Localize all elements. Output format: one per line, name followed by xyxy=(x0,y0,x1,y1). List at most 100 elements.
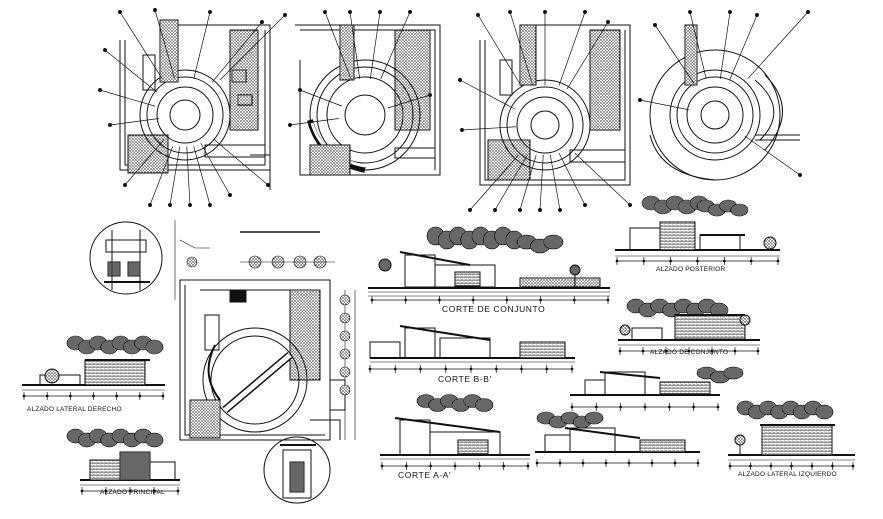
leader-dot xyxy=(153,8,157,12)
dimension-dot xyxy=(429,464,433,468)
dimension-dot xyxy=(673,461,677,465)
leader-line xyxy=(154,9,175,79)
leader-line xyxy=(539,154,544,211)
leader-line xyxy=(558,11,586,86)
leader-line xyxy=(219,14,286,81)
leader-dot xyxy=(755,13,759,17)
leader-line xyxy=(213,139,269,186)
dimension-dot xyxy=(494,367,498,371)
dimension-dot xyxy=(370,298,374,302)
leader-line xyxy=(747,11,809,80)
leader-dot xyxy=(558,208,562,212)
leader-dot xyxy=(118,10,122,14)
leader-dot xyxy=(688,10,692,14)
dimension-dot xyxy=(776,259,780,263)
planting-row xyxy=(174,220,335,300)
tree-canopy xyxy=(730,203,749,217)
leader-dot xyxy=(228,193,232,197)
dimension-dot xyxy=(526,464,530,468)
leader-line xyxy=(719,11,731,80)
dimension-dot xyxy=(368,367,372,371)
dimension-dot xyxy=(545,367,549,371)
tree-canopy xyxy=(145,432,164,448)
dimension-dot xyxy=(572,298,576,302)
tree-canopies xyxy=(66,195,834,448)
dimension-dot xyxy=(570,367,574,371)
elevation-principal xyxy=(80,451,180,486)
elevation-lateral-derecho xyxy=(22,359,165,391)
section-bb xyxy=(369,325,575,363)
dimension-dot xyxy=(471,298,475,302)
dimension-dot xyxy=(790,464,793,468)
leader-line xyxy=(349,11,361,80)
dimension-dot xyxy=(831,464,834,468)
label-corte-de-conjunto: CORTE DE CONJUNTO xyxy=(442,304,546,314)
callout-leaders xyxy=(98,8,810,212)
leader-line xyxy=(639,99,689,111)
label-corte-aa: CORTE A-A' xyxy=(398,470,452,480)
leader-line xyxy=(654,24,695,84)
dimension-dot xyxy=(161,394,165,398)
dimension-dot xyxy=(505,298,509,302)
leader-dot xyxy=(288,123,292,127)
dimension-dot xyxy=(618,349,622,353)
leader-line xyxy=(289,118,339,126)
dimension-dot xyxy=(520,367,523,371)
dimension-dot xyxy=(615,259,619,263)
label-corte-bb: CORTE B-B' xyxy=(438,374,492,384)
dimension-dot xyxy=(722,259,726,263)
leader-dot xyxy=(508,10,512,14)
leader-dot xyxy=(208,203,212,207)
dimension-dot xyxy=(594,405,598,409)
dimension-dot xyxy=(696,259,699,263)
leader-line xyxy=(549,154,561,211)
tree-canopy xyxy=(584,411,604,425)
dimension-dot xyxy=(22,394,26,398)
leader-line xyxy=(461,126,516,131)
dimension-dot xyxy=(104,489,108,493)
leader-dot xyxy=(103,48,107,52)
leader-dot xyxy=(538,208,542,212)
leader-dot xyxy=(476,13,480,17)
dimension-dot xyxy=(643,405,647,409)
leader-dot xyxy=(98,88,102,92)
leader-line xyxy=(459,79,516,110)
leader-dot xyxy=(728,10,732,14)
leader-dot xyxy=(798,173,802,177)
leader-dot xyxy=(653,23,657,27)
floor-plan-4 xyxy=(649,24,800,181)
dimension-dot xyxy=(502,464,506,468)
dimension-dot xyxy=(535,461,539,465)
leader-dot xyxy=(108,123,112,127)
dimension-dot xyxy=(642,259,646,263)
leader-line xyxy=(299,89,343,107)
leader-line xyxy=(193,146,211,206)
detail-circle-upper xyxy=(89,221,163,295)
dimension-dot xyxy=(619,405,623,409)
leader-line xyxy=(574,152,631,206)
label-alzado-principal: ALZADO PRINCIPAL xyxy=(100,489,165,496)
leader-line xyxy=(744,135,801,176)
dimension-dot xyxy=(477,464,481,468)
leader-line xyxy=(149,146,174,206)
dimension-dot xyxy=(669,259,673,263)
leader-line xyxy=(109,118,159,126)
dimension-dot xyxy=(115,394,119,398)
dimension-dot xyxy=(650,461,654,465)
dimension-dot xyxy=(710,349,714,353)
leader-dot xyxy=(283,13,287,17)
elevation-conjunto xyxy=(618,314,760,346)
leader-dot xyxy=(168,203,172,207)
dimension-ticks xyxy=(22,257,855,495)
detail-circle-lower xyxy=(263,436,331,504)
dimension-dot xyxy=(667,405,671,409)
leader-line xyxy=(124,139,165,186)
leader-line xyxy=(193,11,211,80)
dimension-dot xyxy=(128,489,132,493)
leader-line xyxy=(689,11,707,80)
tree-canopy xyxy=(723,366,744,380)
dimension-dot xyxy=(641,349,645,353)
leader-line xyxy=(211,21,263,83)
